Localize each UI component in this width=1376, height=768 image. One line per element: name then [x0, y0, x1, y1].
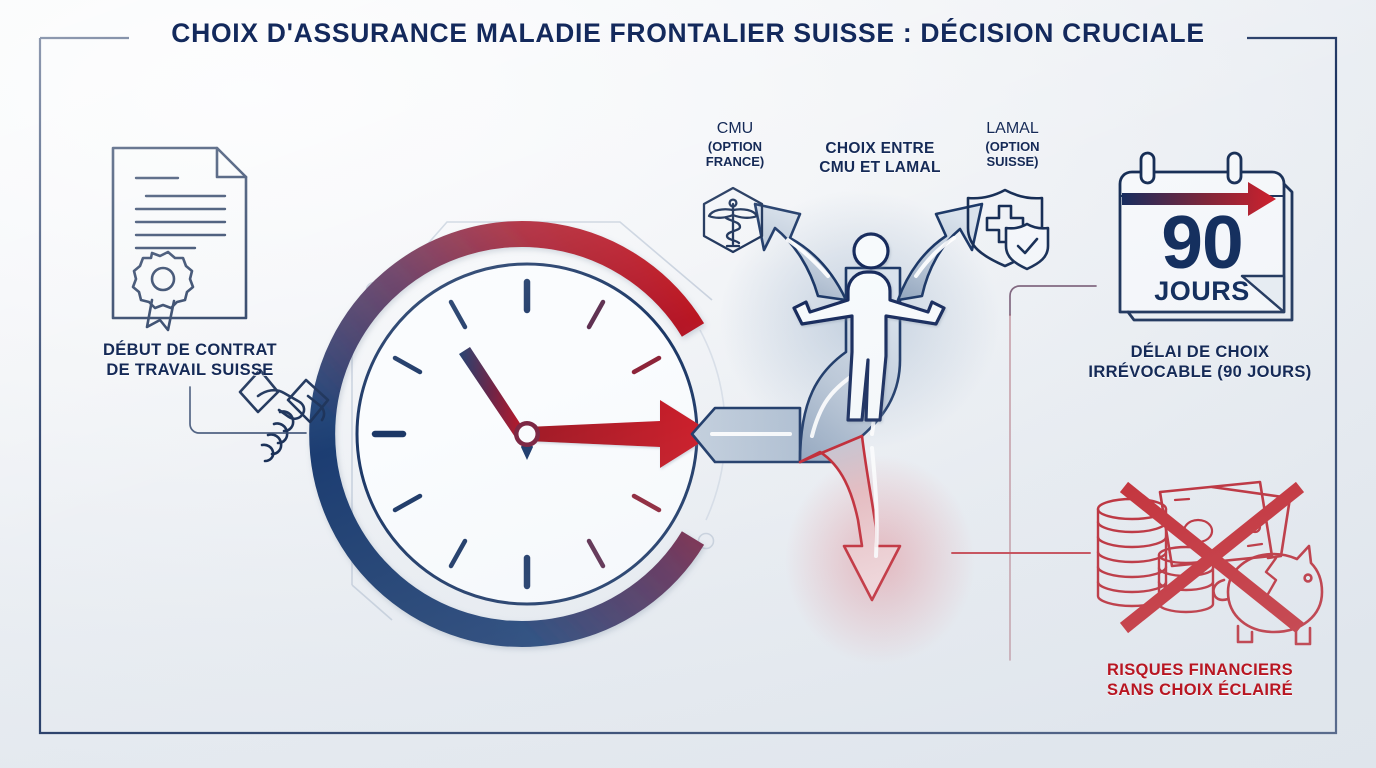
label-lamal-line2: SUISSE)	[986, 154, 1039, 170]
outer-frame	[38, 36, 1338, 735]
label-cmu-line2: FRANCE)	[705, 154, 765, 170]
calendar-unit: JOURS	[1154, 276, 1250, 306]
clock-arrow	[527, 400, 714, 468]
label-choice-line2: CMU ET LAMAL	[819, 158, 941, 176]
label-cmu-line1: (OPTION	[707, 138, 763, 154]
money-crossed-out-icon	[1096, 480, 1324, 646]
three-way-arrow-fork-icon	[690, 190, 1000, 665]
clock-deadline-icon	[309, 221, 714, 647]
label-lamal-name: LAMAL	[986, 120, 1039, 137]
person-at-crossroads-icon	[792, 232, 946, 422]
connector-lines	[189, 285, 1097, 661]
label-choice: CHOIX ENTRE CMU ET LAMAL	[790, 140, 970, 178]
label-cmu: CMU (OPTION FRANCE)	[680, 119, 790, 170]
label-delay-line1: DÉLAI DE CHOIX	[1130, 343, 1270, 361]
label-delay-line2: IRRÉVOCABLE (90 JOURS)	[1088, 363, 1312, 382]
label-contract-line1: DÉBUT DE CONTRAT	[103, 341, 277, 359]
label-risk-line2: SANS CHOIX ÉCLAIRÉ	[1107, 681, 1293, 700]
label-risk: RISQUES FINANCIERS SANS CHOIX ÉCLAIRÉ	[1040, 660, 1360, 700]
shield-cross-icon	[966, 188, 1050, 271]
label-choice-line1: CHOIX ENTRE	[825, 140, 935, 157]
calendar-90-days-icon	[1118, 151, 1294, 322]
label-delay: DÉLAI DE CHOIX IRRÉVOCABLE (90 JOURS)	[1040, 342, 1360, 382]
label-lamal: LAMAL (OPTION SUISSE)	[960, 119, 1065, 170]
page-title: CHOIX D'ASSURANCE MALADIE FRONTALIER SUI…	[171, 18, 1205, 48]
label-contract-line2: DE TRAVAIL SUISSE	[106, 361, 274, 380]
calendar-deadline-arrow	[1122, 182, 1276, 216]
label-risk-line1: RISQUES FINANCIERS	[1107, 661, 1293, 679]
contract-handshake-icon	[111, 146, 330, 463]
label-contract: DÉBUT DE CONTRAT DE TRAVAIL SUISSE	[40, 340, 340, 380]
calendar-number: 90	[1161, 200, 1243, 284]
caduceus-hexagon-icon	[702, 186, 764, 254]
label-cmu-name: CMU	[716, 120, 754, 137]
label-lamal-line1: (OPTION	[985, 138, 1040, 154]
